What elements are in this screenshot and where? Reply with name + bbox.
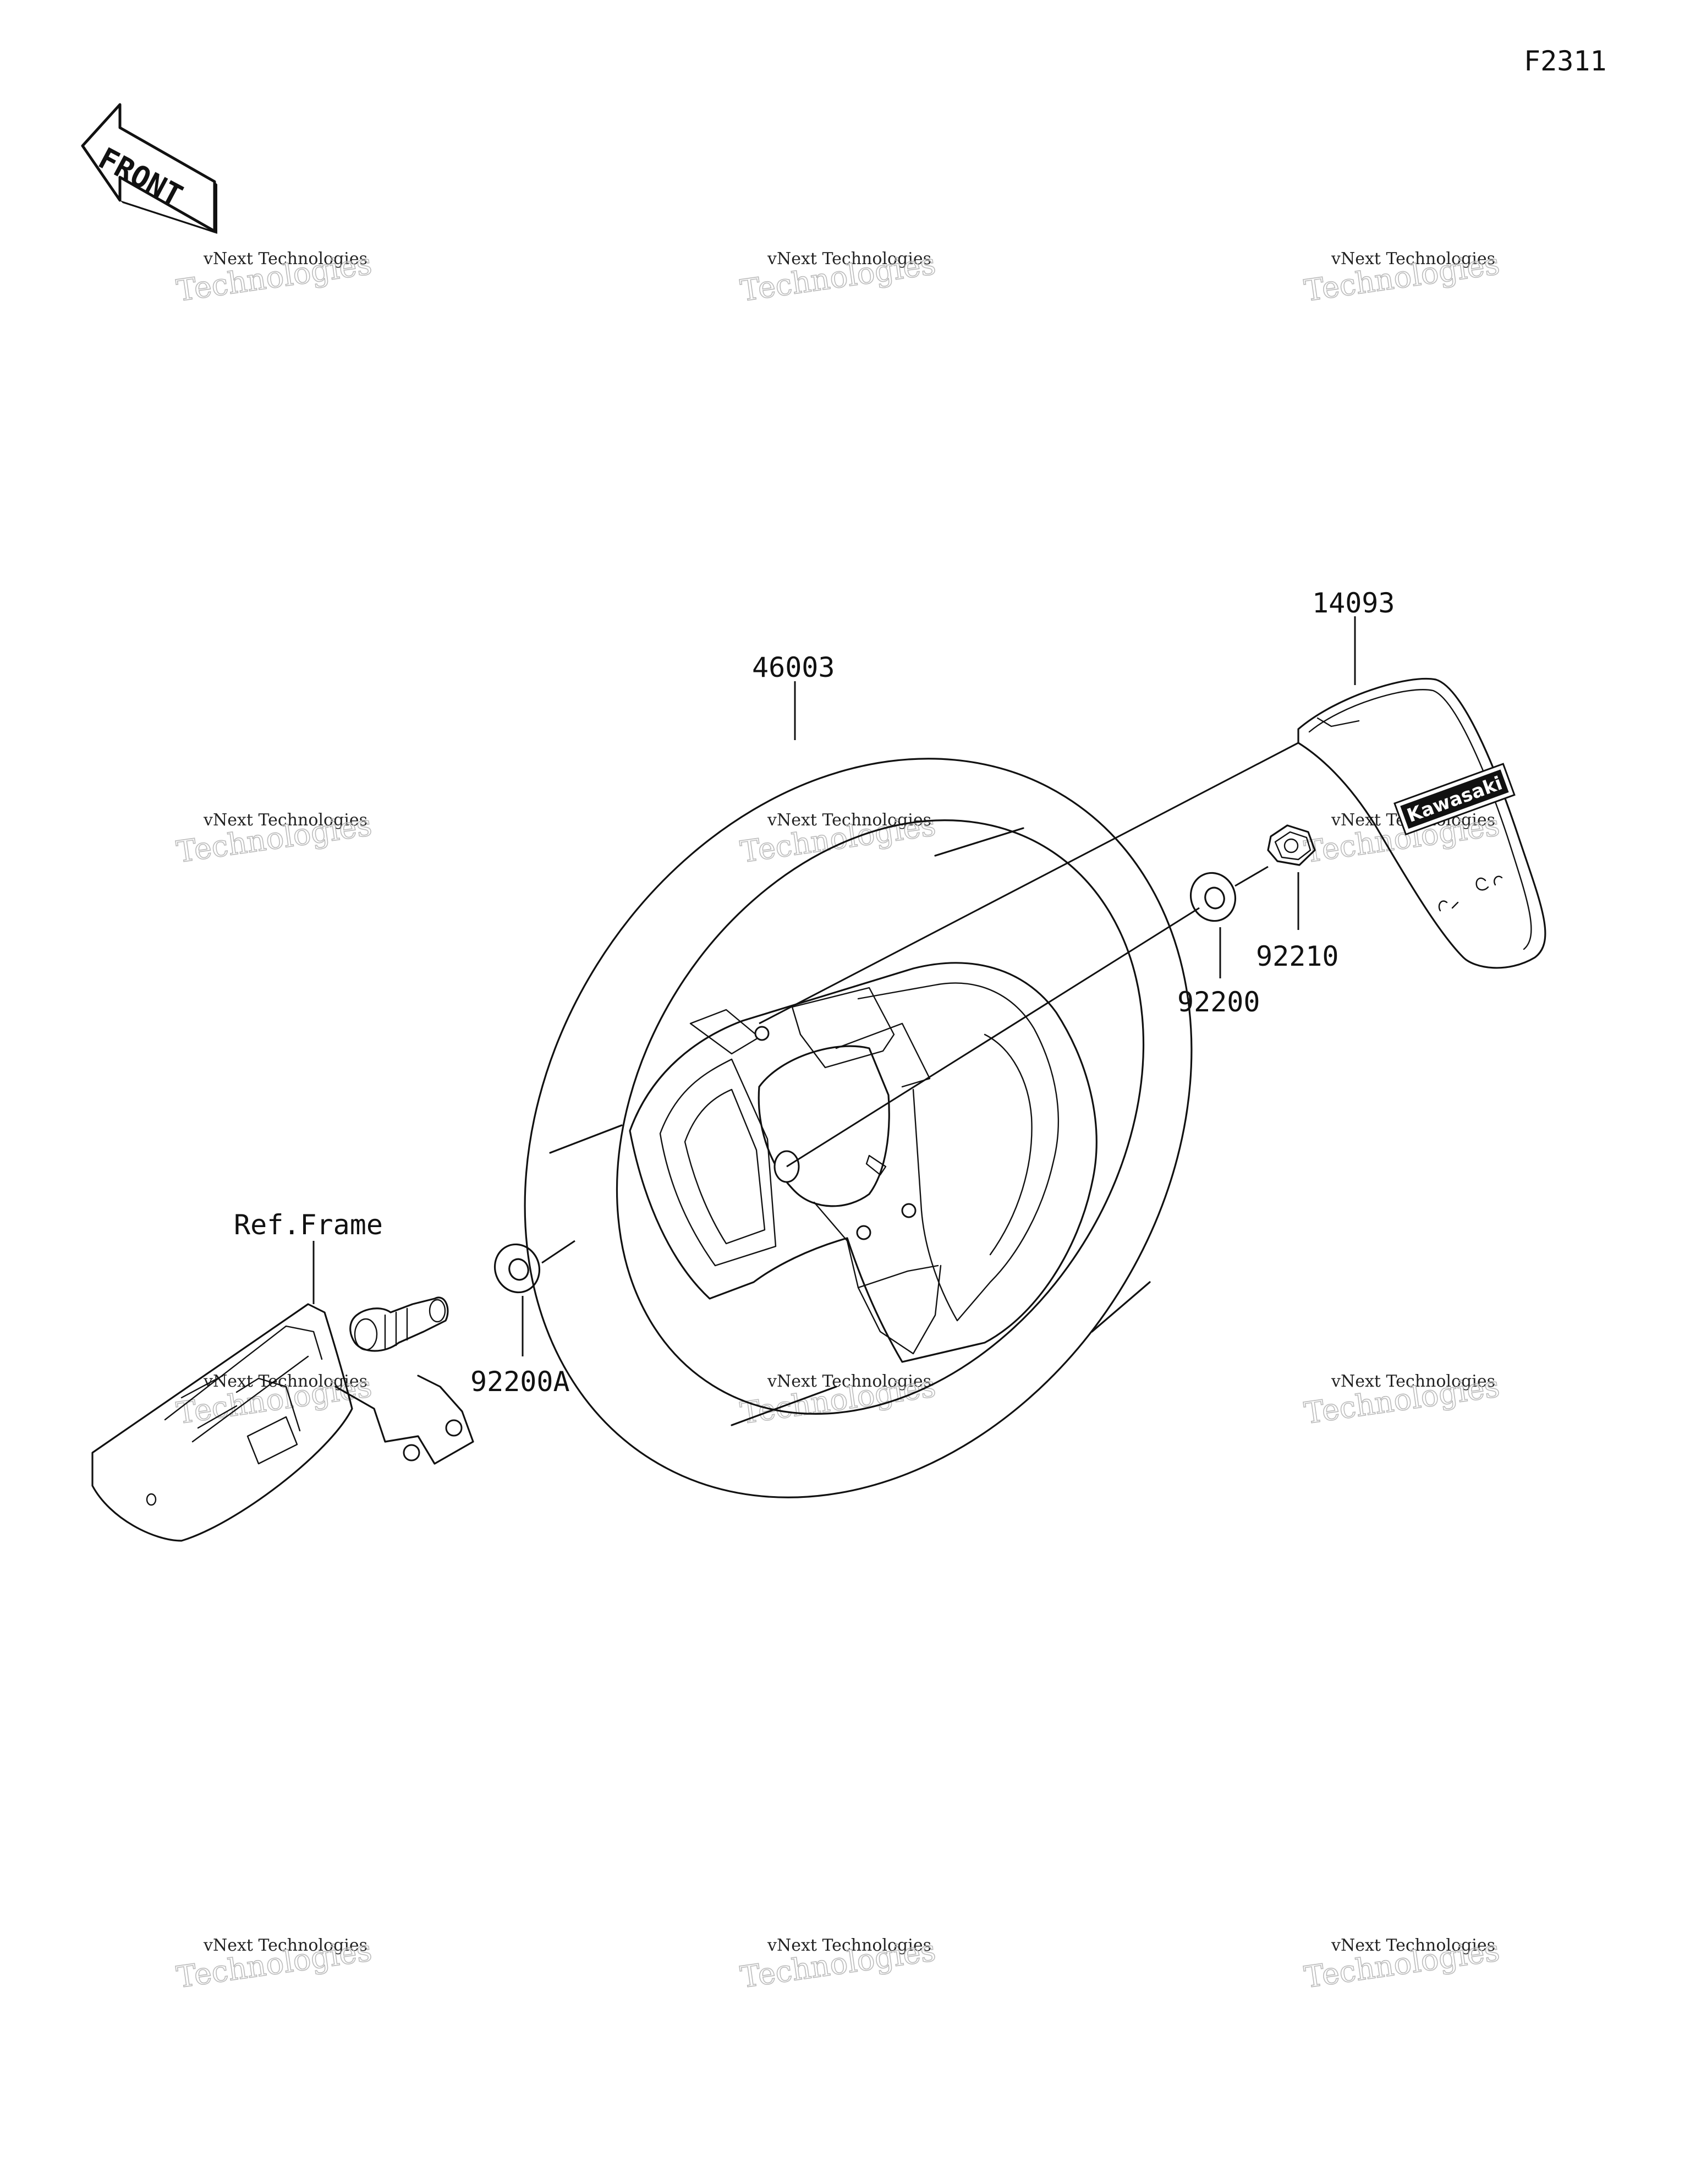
watermark-text: vNext Technologies (767, 1936, 931, 1955)
washer-a-drawing (493, 1243, 541, 1294)
figure-id: F2311 (1524, 45, 1607, 77)
watermark-text: vNext Technologies (767, 249, 931, 269)
watermark-text: vNext Technologies (203, 249, 367, 269)
watermark-text: vNext Technologies (767, 811, 931, 830)
part-label-nut: 92210 (1256, 940, 1339, 972)
ref-frame-drawing (91, 1296, 474, 1542)
watermark-text: vNext Technologies (1331, 1936, 1495, 1955)
part-label-steering-wheel: 46003 (752, 652, 835, 683)
part-label-ref-frame: Ref.Frame (234, 1209, 383, 1241)
watermark-text: vNext Technologies (203, 1372, 367, 1391)
watermark-text: vNext Technologies (203, 1936, 367, 1955)
part-label-washer-a: 92200A (470, 1366, 570, 1398)
steering-wheel-drawing (524, 758, 1193, 1498)
washer-drawing (1189, 872, 1237, 922)
watermark-text: vNext Technologies (1331, 249, 1495, 269)
nut-drawing (1267, 824, 1316, 866)
part-label-washer: 92200 (1177, 986, 1260, 1018)
watermark-text: vNext Technologies (203, 811, 367, 830)
part-label-cover-pad: 14093 (1312, 587, 1395, 619)
leader-lines (312, 616, 1356, 1356)
watermark-text: vNext Technologies (767, 1372, 931, 1391)
front-arrow-icon: FRONT (81, 103, 217, 234)
watermark-text: vNext Technologies (1331, 1372, 1495, 1391)
